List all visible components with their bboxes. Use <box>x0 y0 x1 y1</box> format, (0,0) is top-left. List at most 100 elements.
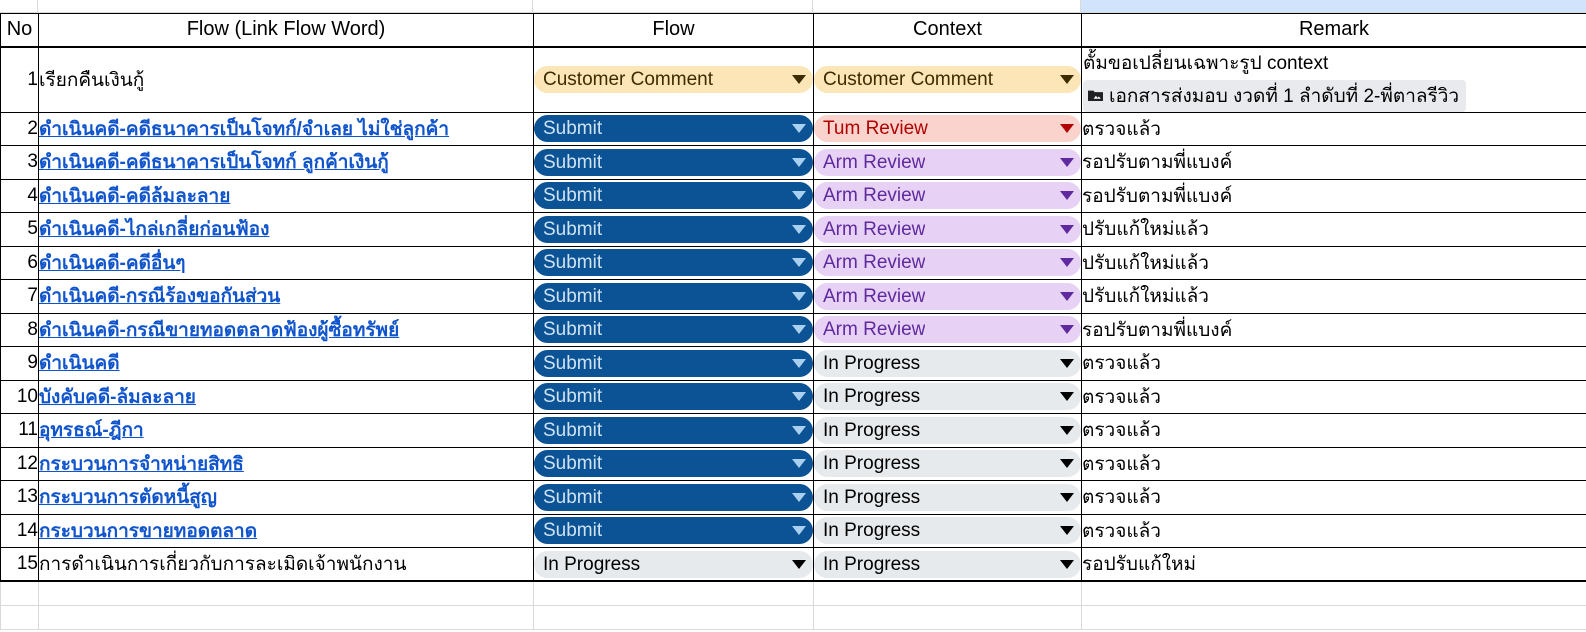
context-dropdown[interactable]: In Progress <box>814 550 1081 578</box>
empty-cell[interactable] <box>1081 580 1586 606</box>
flow-cell[interactable]: Submit <box>533 212 814 247</box>
flow-cell[interactable]: Submit <box>533 513 814 548</box>
flow-cell[interactable]: Submit <box>533 178 814 213</box>
flow-word-cell[interactable]: กระบวนการจำหน่ายสิทธิ <box>38 446 534 481</box>
context-cell[interactable]: In Progress <box>813 513 1082 548</box>
flow-word-cell[interactable]: ดำเนินคดี-ไกล่เกลี่ยก่อนฟ้อง <box>38 212 534 247</box>
flow-dropdown[interactable]: Submit <box>534 416 813 444</box>
flow-word-cell[interactable]: ดำเนินคดี <box>38 346 534 381</box>
chevron-down-icon[interactable] <box>792 325 806 335</box>
flow-word-cell[interactable]: ดำเนินคดี-กรณีร้องขอกันส่วน <box>38 279 534 314</box>
flow-word-cell[interactable]: บังคับคดี-ล้มละลาย <box>38 379 534 414</box>
chevron-down-icon[interactable] <box>792 492 806 502</box>
context-cell[interactable]: Arm Review <box>813 245 1082 280</box>
chevron-down-icon[interactable] <box>1060 492 1074 502</box>
flow-word-cell[interactable]: ดำเนินคดี-คดีอื่นๆ <box>38 245 534 280</box>
flow-word-link[interactable]: ดำเนินคดี <box>39 353 120 375</box>
chevron-down-icon[interactable] <box>792 191 806 201</box>
flow-word-cell[interactable]: ดำเนินคดี-คดีธนาคารเป็นโจทก์/จำเลย ไม่ใช… <box>38 111 534 146</box>
context-cell[interactable]: In Progress <box>813 379 1082 414</box>
remark-cell[interactable]: ปรับแก้ใหม่แล้ว <box>1081 279 1586 314</box>
flow-word-link[interactable]: ดำเนินคดี-คดีธนาคารเป็นโจทก์/จำเลย ไม่ใช… <box>39 118 450 140</box>
empty-cell[interactable] <box>813 604 1082 630</box>
chevron-down-icon[interactable] <box>792 75 806 84</box>
flow-cell[interactable]: In Progress <box>533 547 814 582</box>
flow-word-cell[interactable]: กระบวนการตัดหนี้สูญ <box>38 480 534 515</box>
context-cell[interactable]: Arm Review <box>813 279 1082 314</box>
empty-cell[interactable] <box>38 580 534 606</box>
remark-cell[interactable]: ตรวจแล้ว <box>1081 379 1586 414</box>
context-cell[interactable]: Arm Review <box>813 212 1082 247</box>
remark-cell[interactable]: ปรับแก้ใหม่แล้ว <box>1081 212 1586 247</box>
remark-cell[interactable]: ตรวจแล้ว <box>1081 513 1586 548</box>
chevron-down-icon[interactable] <box>1060 224 1074 234</box>
context-dropdown[interactable]: In Progress <box>814 517 1081 545</box>
context-cell[interactable]: Arm Review <box>813 145 1082 180</box>
context-dropdown[interactable]: In Progress <box>814 483 1081 511</box>
flow-cell[interactable]: Submit <box>533 379 814 414</box>
context-dropdown[interactable]: Arm Review <box>814 215 1081 243</box>
flow-word-link[interactable]: ดำเนินคดี-กรณีขายทอดตลาดฟ้องผู้ซื้อทรัพย… <box>39 319 400 341</box>
flow-dropdown[interactable]: Submit <box>534 148 813 176</box>
chevron-down-icon[interactable] <box>1060 157 1074 167</box>
context-cell[interactable]: In Progress <box>813 446 1082 481</box>
flow-cell[interactable]: Customer Comment <box>533 46 814 113</box>
remark-cell[interactable]: ปรับแก้ใหม่แล้ว <box>1081 245 1586 280</box>
flow-word-link[interactable]: อุทรธณ์-ฎีกา <box>39 420 144 442</box>
flow-word-link[interactable]: ดำเนินคดี-ไกล่เกลี่ยก่อนฟ้อง <box>39 219 270 241</box>
flow-dropdown[interactable]: Submit <box>534 316 813 344</box>
flow-dropdown[interactable]: Submit <box>534 349 813 377</box>
context-cell[interactable]: In Progress <box>813 413 1082 448</box>
flow-word-cell[interactable]: อุทรธณ์-ฎีกา <box>38 413 534 448</box>
chevron-down-icon[interactable] <box>792 224 806 234</box>
empty-cell[interactable] <box>38 604 534 630</box>
remark-cell[interactable]: ตรวจแล้ว <box>1081 111 1586 146</box>
flow-word-link[interactable]: กระบวนการตัดหนี้สูญ <box>39 487 218 509</box>
flow-dropdown[interactable]: Submit <box>534 115 813 143</box>
chevron-down-icon[interactable] <box>1060 526 1074 536</box>
flow-dropdown[interactable]: Submit <box>534 249 813 277</box>
context-dropdown[interactable]: In Progress <box>814 450 1081 478</box>
flow-cell[interactable]: Submit <box>533 245 814 280</box>
flow-cell[interactable]: Submit <box>533 413 814 448</box>
flow-dropdown[interactable]: Submit <box>534 215 813 243</box>
chevron-down-icon[interactable] <box>1060 124 1074 134</box>
chevron-down-icon[interactable] <box>1060 258 1074 268</box>
chevron-down-icon[interactable] <box>792 526 806 536</box>
chevron-down-icon[interactable] <box>1060 325 1074 335</box>
flow-dropdown[interactable]: Submit <box>534 450 813 478</box>
context-dropdown[interactable]: Arm Review <box>814 249 1081 277</box>
flow-word-cell[interactable]: ดำเนินคดี-คดีธนาคารเป็นโจทก์ ลูกค้าเงินก… <box>38 145 534 180</box>
context-dropdown[interactable]: In Progress <box>814 416 1081 444</box>
remark-cell[interactable]: ตรวจแล้ว <box>1081 413 1586 448</box>
context-cell[interactable]: Customer Comment <box>813 46 1082 113</box>
flow-word-link[interactable]: บังคับคดี-ล้มละลาย <box>39 386 196 408</box>
chevron-down-icon[interactable] <box>792 258 806 268</box>
empty-cell[interactable] <box>0 580 39 606</box>
context-dropdown[interactable]: In Progress <box>814 383 1081 411</box>
remark-cell[interactable]: รอปรับตามพี่แบงค์ <box>1081 312 1586 347</box>
flow-cell[interactable]: Submit <box>533 111 814 146</box>
flow-dropdown[interactable]: Submit <box>534 483 813 511</box>
remark-cell[interactable]: ตรวจแล้ว <box>1081 480 1586 515</box>
context-cell[interactable]: Tum Review <box>813 111 1082 146</box>
empty-cell[interactable] <box>813 580 1082 606</box>
context-cell[interactable]: In Progress <box>813 480 1082 515</box>
flow-word-cell[interactable]: กระบวนการขายทอดตลาด <box>38 513 534 548</box>
chevron-down-icon[interactable] <box>792 157 806 167</box>
chevron-down-icon[interactable] <box>1060 191 1074 201</box>
chevron-down-icon[interactable] <box>1060 75 1074 84</box>
flow-word-cell[interactable]: เรียกคืนเงินกู้ <box>38 46 534 113</box>
remark-attachment-chip[interactable]: เอกสารส่งมอบ งวดที่ 1 ลำดับที่ 2-พี่ตาลร… <box>1083 79 1467 112</box>
chevron-down-icon[interactable] <box>1060 559 1074 569</box>
remark-cell[interactable]: รอปรับตามพี่แบงค์ <box>1081 145 1586 180</box>
context-cell[interactable]: In Progress <box>813 346 1082 381</box>
